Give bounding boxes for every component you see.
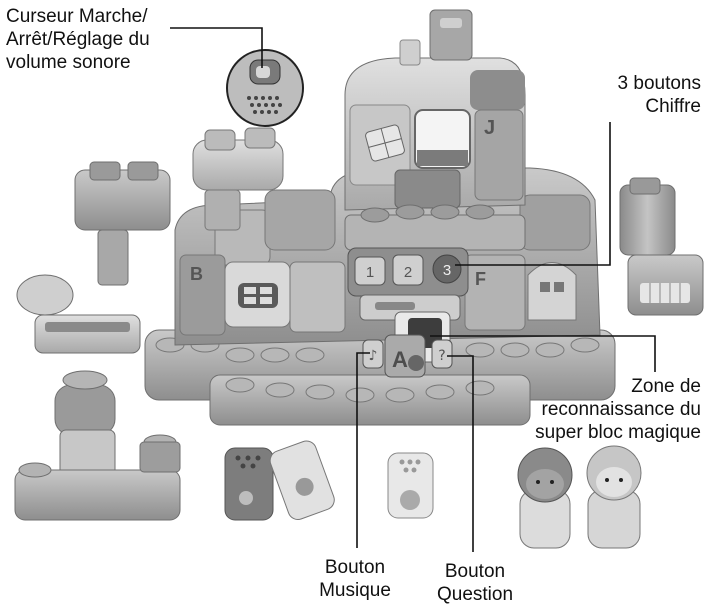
slider-leader-line <box>170 27 263 68</box>
svg-text:B: B <box>190 264 203 284</box>
number-button-3[interactable]: 3 <box>432 254 462 284</box>
magic-block[interactable]: A <box>384 334 426 378</box>
svg-text:♪: ♪ <box>369 348 378 364</box>
number-button-2[interactable]: 2 <box>392 254 424 286</box>
volume-slider-closeup[interactable] <box>226 49 304 127</box>
number-buttons-callout-label: 3 boutons Chiffre <box>617 73 701 117</box>
svg-text:2: 2 <box>404 264 412 281</box>
recognition-zone-callout-label: Zone de reconnaissance du super bloc mag… <box>535 376 701 443</box>
question-button-callout-label: Bouton Question <box>436 561 514 605</box>
tree-block <box>192 127 284 231</box>
right-tower-set <box>619 177 704 316</box>
svg-text:1: 1 <box>366 264 374 281</box>
music-button[interactable]: ♪ <box>362 339 384 369</box>
recognition-zone-leader-line <box>430 335 656 372</box>
svg-text:A: A <box>392 347 408 372</box>
number-buttons-leader-line <box>455 122 611 266</box>
question-button[interactable]: ? <box>431 339 453 369</box>
music-button-leader-line <box>356 352 370 548</box>
figure-girl <box>586 445 642 549</box>
number-button-1[interactable]: 1 <box>354 256 386 286</box>
callout-lines <box>170 27 656 552</box>
figure-boy <box>517 447 573 549</box>
left-tree-set <box>16 161 171 354</box>
music-button-callout-label: Bouton Musique <box>319 557 391 601</box>
svg-text:J: J <box>484 117 495 139</box>
slider-callout-label: Curseur Marche/ Arrêt/Réglage du volume … <box>6 6 150 73</box>
bottom-center-blocks <box>224 440 434 521</box>
svg-text:F: F <box>475 269 486 289</box>
svg-text:3: 3 <box>443 262 451 279</box>
bottom-left-set <box>14 370 181 521</box>
question-button-leader-line <box>447 355 474 552</box>
castle-tower <box>344 9 526 211</box>
svg-text:?: ? <box>438 348 445 364</box>
